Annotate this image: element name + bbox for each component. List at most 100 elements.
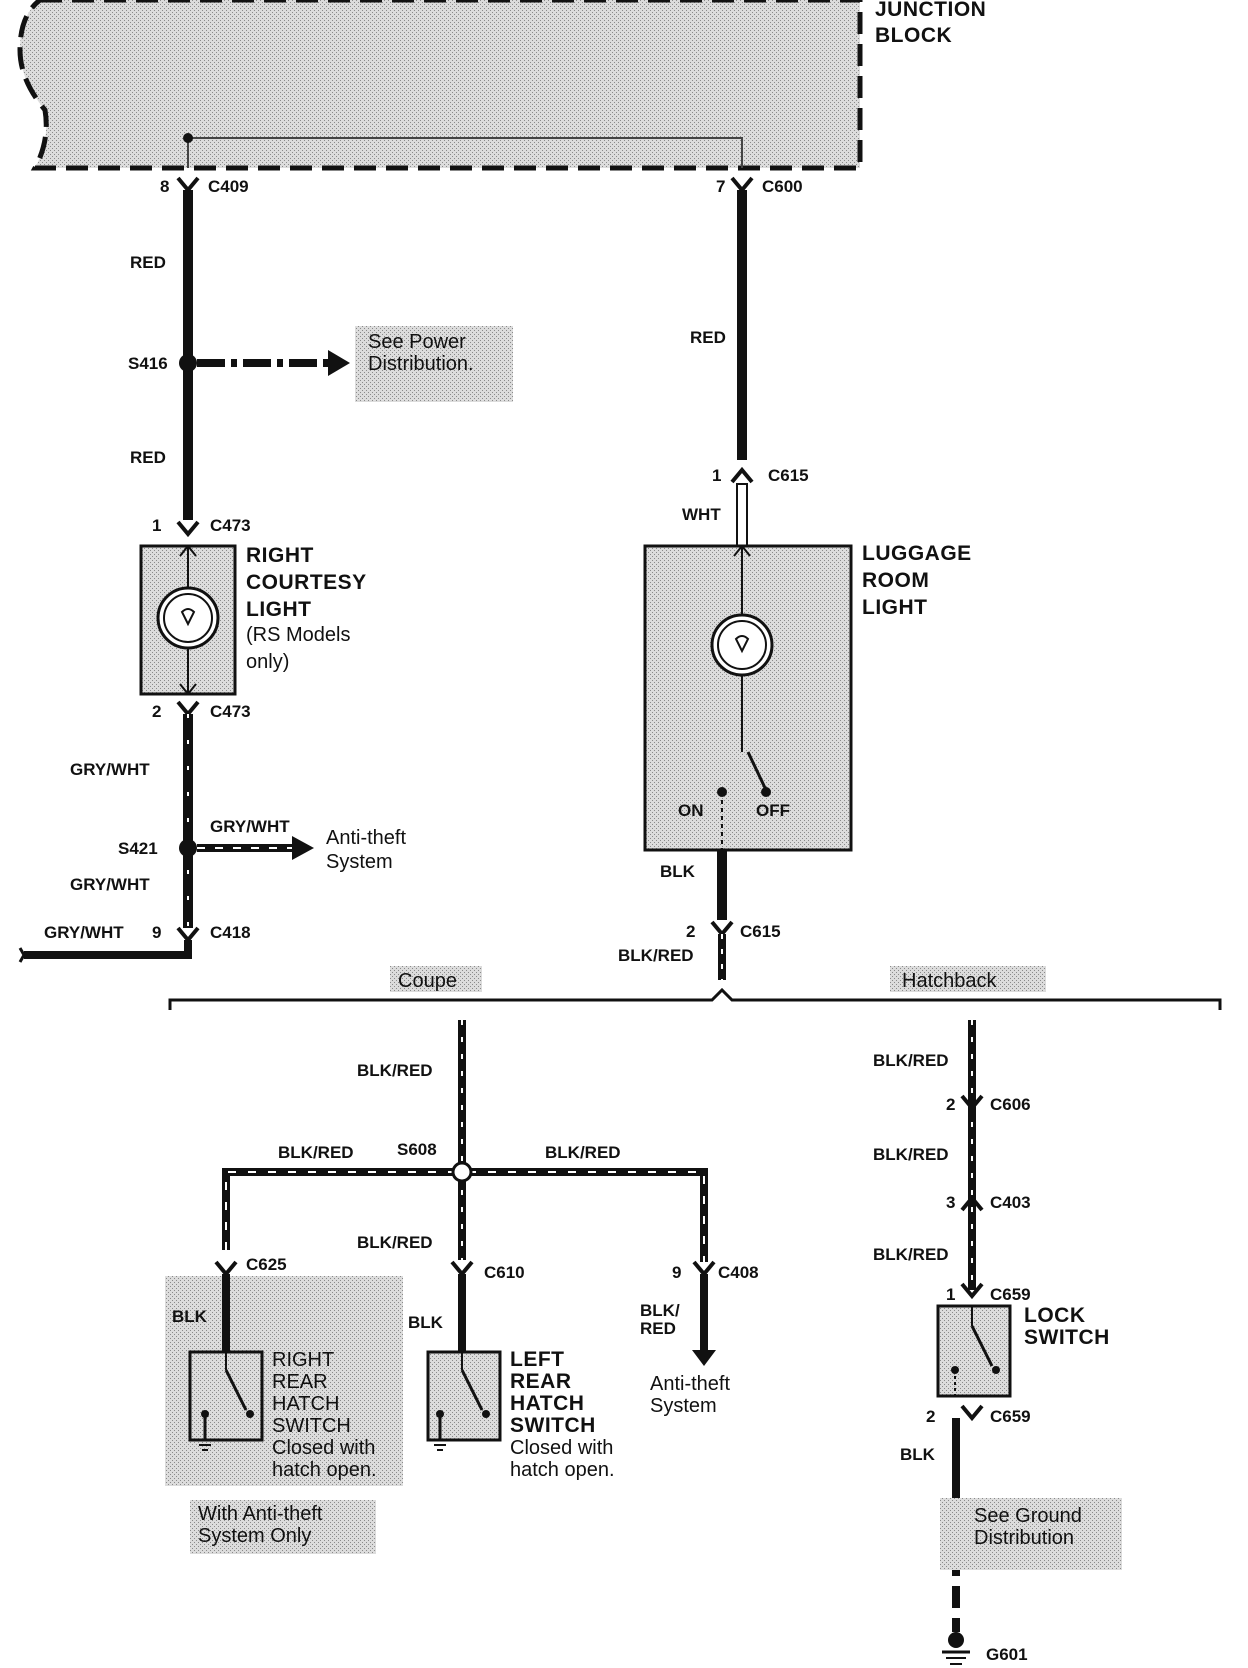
- luggage-room-light: [643, 544, 853, 852]
- right-courtesy-label-4: (RS Models: [246, 624, 350, 646]
- power-dist-line-1: See Power: [368, 331, 466, 353]
- right-courtesy-label-1: RIGHT: [246, 544, 314, 567]
- s608-label: S608: [397, 1140, 437, 1159]
- c615-top-label: C615: [768, 466, 809, 485]
- c615-bottom-pin: 2: [686, 922, 695, 941]
- lock-switch-label-2: SWITCH: [1024, 1326, 1110, 1349]
- c615-top-pin: 1: [712, 466, 721, 485]
- left-circuit: 8 C409 RED S416 See Power Distribution. …: [18, 176, 513, 963]
- wire-red-label-1: RED: [130, 253, 166, 272]
- c473-top-pin: 1: [152, 516, 161, 535]
- wire-blk-label-2: BLK: [172, 1307, 208, 1326]
- wire-blkred-label-3: BLK/RED: [278, 1143, 354, 1162]
- left-rear-label-2: REAR: [510, 1370, 572, 1393]
- junction-block: JUNCTION BLOCK: [17, 0, 986, 171]
- variant-brace: Coupe Hatchback: [168, 966, 1222, 1010]
- hatchback-tag: [890, 966, 1046, 992]
- c610-label: C610: [484, 1263, 525, 1282]
- luggage-bulb-icon: [710, 613, 774, 677]
- luggage-circuit: 7 C600 RED 1 C615 WHT ON OFF LUGGAGE ROO…: [618, 176, 971, 980]
- left-rear-label-4: SWITCH: [510, 1414, 596, 1437]
- c600-label: C600: [762, 177, 803, 196]
- hatch-switch-icon-2: [460, 1369, 484, 1411]
- c659-bottom-pin: 2: [926, 1407, 935, 1426]
- c606-label: C606: [990, 1095, 1031, 1114]
- anti-theft-ref-2-line-2: System: [650, 1395, 717, 1417]
- ground-dist-ref: [940, 1498, 1122, 1570]
- junction-block-label-2: BLOCK: [875, 24, 952, 47]
- wire-grywht-label-4: GRY/WHT: [44, 923, 124, 942]
- c659-top-label: C659: [990, 1285, 1031, 1304]
- anti-theft-only-line-2: System Only: [198, 1525, 311, 1547]
- luggage-label-2: ROOM: [862, 569, 929, 592]
- wht-wire: [736, 483, 748, 547]
- right-courtesy-label-2: COURTESY: [246, 571, 367, 594]
- luggage-label-3: LIGHT: [862, 596, 928, 619]
- c408-label: C408: [718, 1263, 759, 1282]
- s416-label: S416: [128, 354, 168, 373]
- right-courtesy-label-5: only): [246, 651, 289, 673]
- ground-dist-line-2: Distribution: [974, 1527, 1074, 1549]
- c600-pin: 7: [716, 177, 725, 196]
- lock-switch-label-1: LOCK: [1024, 1304, 1086, 1327]
- power-dist-ref: [355, 326, 513, 402]
- wire-blkred-label-5: BLK/RED: [357, 1233, 433, 1252]
- left-rear-note-1: Closed with: [510, 1437, 613, 1459]
- right-rear-note-1: Closed with: [272, 1437, 375, 1459]
- arrow-down-anti-theft: [692, 1350, 716, 1366]
- wire-grywht-label-2: GRY/WHT: [210, 817, 290, 836]
- c625-label: C625: [246, 1255, 287, 1274]
- power-dist-line-2: Distribution.: [368, 353, 474, 375]
- c408-pin: 9: [672, 1263, 681, 1282]
- left-rear-label-1: LEFT: [510, 1348, 565, 1371]
- left-rear-label-3: HATCH: [510, 1392, 584, 1415]
- coupe-label: Coupe: [398, 970, 457, 992]
- hatchback-label: Hatchback: [902, 970, 997, 992]
- wire-grywht-label-3: GRY/WHT: [70, 875, 150, 894]
- c473-bottom-label: C473: [210, 702, 251, 721]
- c418-label: C418: [210, 923, 251, 942]
- wire-blkred-label-9a: BLK/: [640, 1301, 680, 1320]
- c473-bottom-pin: 2: [152, 702, 161, 721]
- wire-wht-label: WHT: [682, 505, 721, 524]
- anti-theft-only-line-1: With Anti-theft: [198, 1503, 323, 1525]
- wire-blk-label-1: BLK: [660, 862, 696, 881]
- c659-bottom-label: C659: [990, 1407, 1031, 1426]
- splice-s416: [179, 354, 197, 372]
- lock-switch: [936, 1304, 1012, 1398]
- wire-blkred-label-9b: RED: [640, 1319, 676, 1338]
- ground-dist-line-1: See Ground: [974, 1505, 1082, 1527]
- hatch-switch-icon: [224, 1369, 248, 1411]
- arrow-to-anti-theft: [292, 836, 314, 860]
- c409-label: C409: [208, 177, 249, 196]
- junction-block-label: JUNCTION: [875, 0, 986, 21]
- c409-pin: 8: [160, 177, 169, 196]
- switch-on-label: ON: [678, 801, 704, 820]
- right-rear-label-4: SWITCH: [272, 1415, 351, 1437]
- wire-blkred-label-1: BLK/RED: [618, 946, 694, 965]
- anti-theft-ref-1-line-2: System: [326, 851, 393, 873]
- switch-off-label: OFF: [756, 801, 790, 820]
- coupe-circuit: BLK/RED S608 BLK/RED BLK/RED BLK/RED C62…: [165, 1020, 759, 1554]
- right-rear-label-3: HATCH: [272, 1393, 339, 1415]
- c473-top-label: C473: [210, 516, 251, 535]
- c403-label: C403: [990, 1193, 1031, 1212]
- right-rear-label-2: REAR: [272, 1371, 328, 1393]
- splice-s608: [451, 1161, 473, 1183]
- splice-s421: [179, 839, 197, 857]
- s421-label: S421: [118, 839, 158, 858]
- wire-blkred-label-6: BLK/RED: [873, 1051, 949, 1070]
- c403-pin: 3: [946, 1193, 955, 1212]
- wire-blkred-label-8: BLK/RED: [873, 1245, 949, 1264]
- right-rear-label-1: RIGHT: [272, 1349, 334, 1371]
- anti-theft-ref-2-line-1: Anti-theft: [650, 1373, 730, 1395]
- wire-blk-label-3: BLK: [408, 1313, 444, 1332]
- right-rear-note-2: hatch open.: [272, 1459, 377, 1481]
- wire-blkred-label-7: BLK/RED: [873, 1145, 949, 1164]
- wire-grywht-label-1: GRY/WHT: [70, 760, 150, 779]
- coupe-tag: [390, 966, 482, 992]
- c615-bottom-label: C615: [740, 922, 781, 941]
- arrow-to-power-dist: [328, 350, 350, 376]
- hatchback-circuit: BLK/RED 2 C606 BLK/RED 3 C403 BLK/RED 1 …: [873, 1020, 1122, 1665]
